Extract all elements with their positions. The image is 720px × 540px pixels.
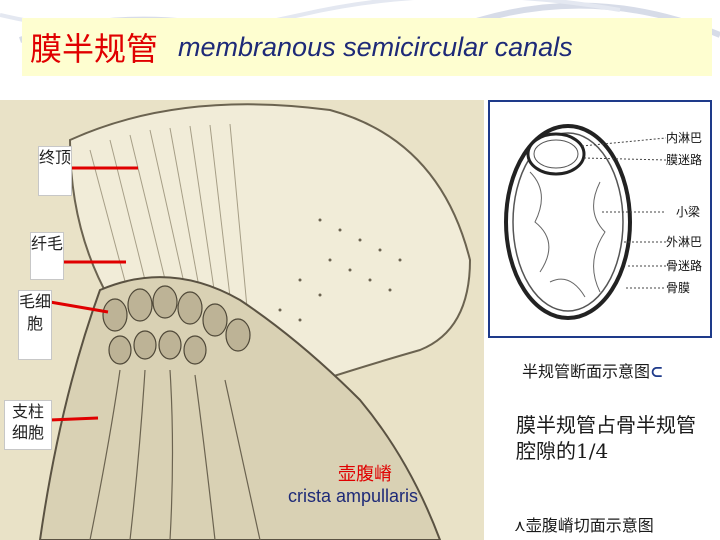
title-chinese: 膜半规管	[30, 24, 158, 70]
section-caption-text: 半规管断面示意图	[522, 362, 650, 381]
label-hair-cell: 毛细胞	[18, 290, 52, 360]
label-cupula: 终顶	[38, 146, 72, 196]
crista-label-chinese: 壶腹嵴	[338, 460, 392, 486]
c-arrow-icon: ⊂	[650, 362, 663, 381]
crista-label-english: crista ampullaris	[288, 486, 418, 507]
section-label-membranous-labyrinth: 膜迷路	[666, 152, 702, 167]
section-label-bony-labyrinth: 骨迷路	[666, 258, 702, 273]
section-label-periosteum: 骨膜	[666, 281, 690, 295]
section-label-endolymph: 内淋巴	[666, 131, 702, 145]
caret-up-icon: ⋏	[514, 516, 526, 535]
title-bar: 膜半规管 membranous semicircular canals	[22, 18, 712, 76]
canal-ratio-note: 膜半规管占骨半规管腔隙的1/4	[516, 412, 712, 464]
title-english: membranous semicircular canals	[178, 32, 573, 63]
crista-caption-text: 壶腹嵴切面示意图	[526, 516, 654, 535]
crista-caption: ⋏壶腹嵴切面示意图	[514, 512, 654, 536]
section-label-trabecula: 小梁	[676, 204, 700, 219]
crista-illustration	[0, 100, 484, 540]
label-cilia: 纤毛	[30, 232, 64, 280]
canal-section-diagram: 内淋巴 膜迷路 小梁 外淋巴 骨迷路 骨膜	[490, 102, 710, 336]
section-caption: 半规管断面示意图⊂	[522, 358, 663, 382]
canal-section-frame: 内淋巴 膜迷路 小梁 外淋巴 骨迷路 骨膜	[488, 100, 712, 338]
crista-drawing	[0, 100, 484, 540]
label-supporting-cell: 支柱细胞	[4, 400, 52, 450]
section-label-perilymph: 外淋巴	[666, 235, 702, 249]
